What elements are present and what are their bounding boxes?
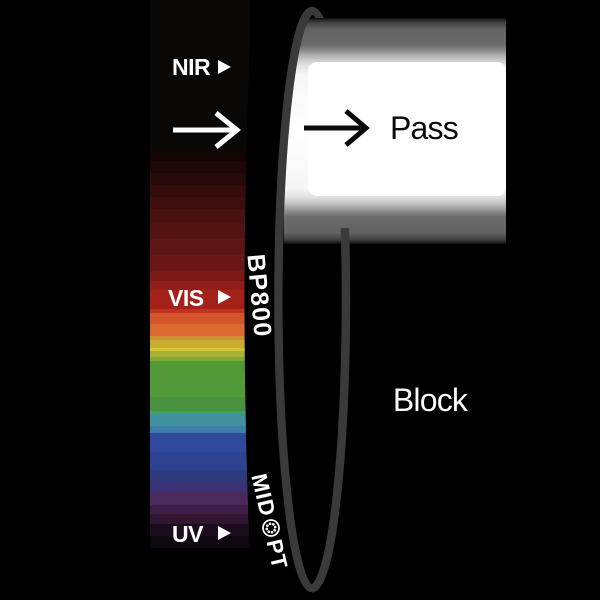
vis-marker-triangle-icon <box>218 290 231 304</box>
uv-marker-triangle-icon <box>218 526 231 540</box>
vis-zone-label: VIS <box>168 285 204 311</box>
brand-aperture-icon <box>262 519 280 537</box>
transmitted-light-arrow-icon <box>304 109 370 147</box>
nir-marker-triangle-icon <box>218 60 231 74</box>
light-beam <box>284 18 506 244</box>
filter-ring-front-arc <box>275 7 314 592</box>
pass-label: Pass <box>390 110 458 146</box>
spectrum-strip <box>150 0 250 600</box>
light-beam-core <box>308 62 506 196</box>
block-label: Block <box>393 382 469 418</box>
uv-zone-label: UV <box>172 521 204 547</box>
nir-zone-label: NIR <box>172 54 211 80</box>
incoming-light-arrow-icon <box>173 111 241 149</box>
filter-ring-right-arc <box>311 227 351 593</box>
